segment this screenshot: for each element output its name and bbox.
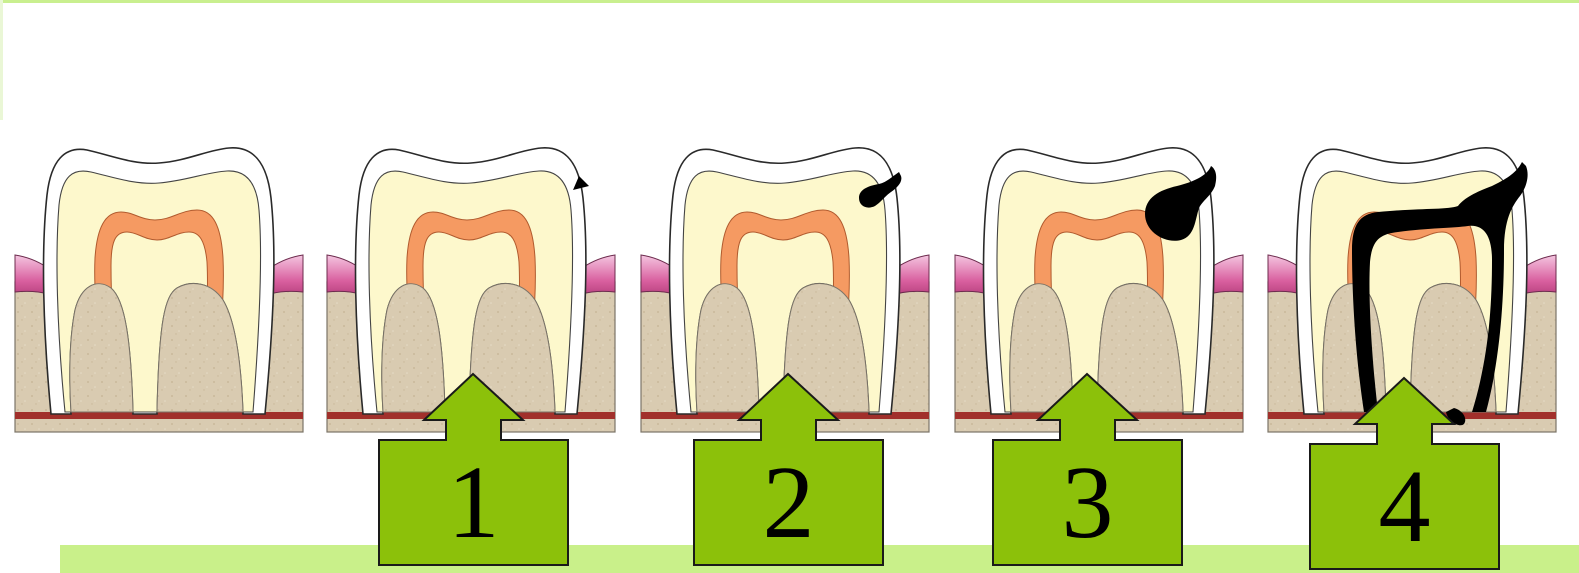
stage-arrow-1: 1 (377, 372, 570, 567)
stage-number-label: 4 (1308, 452, 1501, 562)
healthy-tooth (15, 148, 303, 432)
stage-number-label: 3 (991, 448, 1184, 558)
stage-arrow-4: 4 (1308, 376, 1501, 571)
stage-arrow-3: 3 (991, 372, 1184, 567)
stage-number-label: 1 (377, 448, 570, 558)
stage-arrow-2: 2 (692, 372, 885, 567)
stage-number-label: 2 (692, 448, 885, 558)
